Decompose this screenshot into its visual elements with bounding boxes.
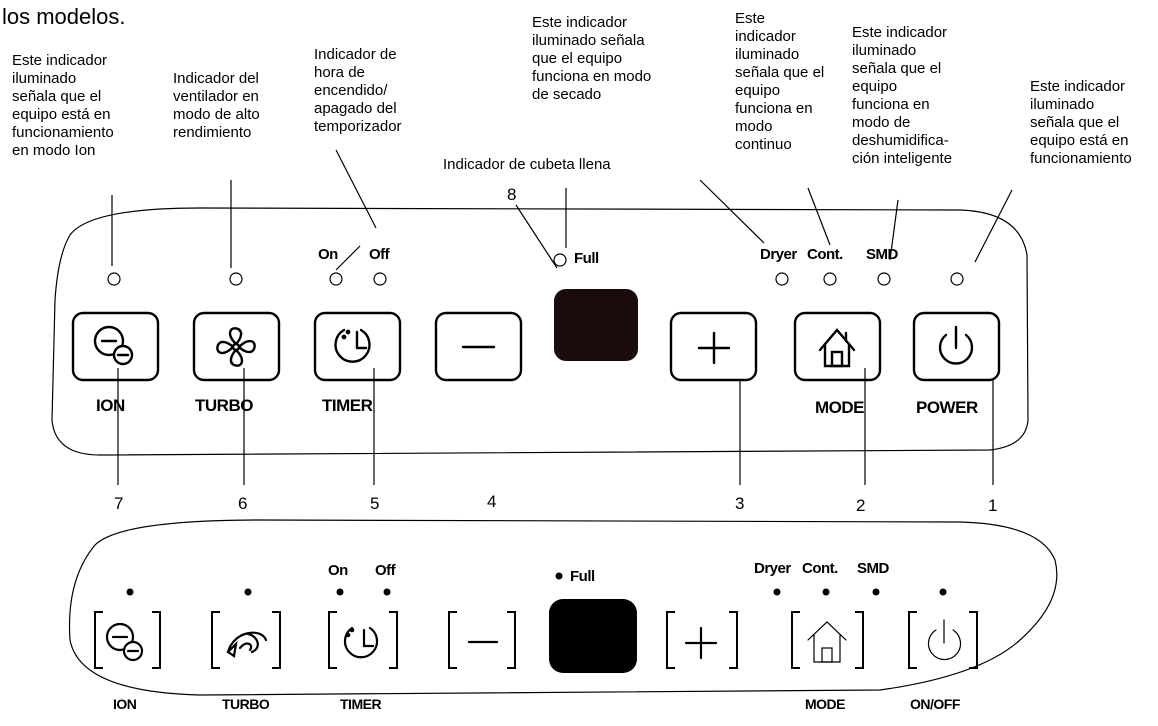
indicator-label-smd-2: SMD <box>857 560 889 577</box>
digital-display-2 <box>549 599 637 673</box>
mode-button[interactable] <box>793 311 882 382</box>
indicator-dot-ion <box>126 588 134 596</box>
callout-number-7: 7 <box>114 494 124 513</box>
timer-button-2 <box>328 611 398 669</box>
indicator-light-ion <box>107 272 121 286</box>
indicator-label-on: On <box>318 246 338 263</box>
home-icon-2 <box>807 621 847 663</box>
indicator-label-dryer-2: Dryer <box>754 560 791 577</box>
indicator-light-timer-off <box>373 272 387 286</box>
turbo-swirl-icon <box>226 631 268 658</box>
ion-icon-2 <box>105 622 144 662</box>
ion-icon <box>93 325 134 366</box>
indicator-light-timer-on <box>329 272 343 286</box>
callout-number-2: 2 <box>856 496 866 515</box>
indicator-dot-turbo <box>244 588 252 596</box>
indicator-label-on-2: On <box>328 562 348 579</box>
indicator-dot-dryer <box>773 588 781 596</box>
button-label-turbo-2: TURBO <box>222 696 270 712</box>
callout-number-3: 3 <box>735 494 745 513</box>
timer-icon <box>334 328 371 363</box>
indicator-light-power <box>950 272 964 286</box>
annotation-ion: Este indicador iluminado señala que el e… <box>12 52 114 159</box>
indicator-dot-power <box>939 588 947 596</box>
indicator-label-off: Off <box>369 246 390 263</box>
power-icon <box>938 325 974 365</box>
digital-display <box>554 289 638 361</box>
fan-icon <box>216 327 256 367</box>
leader-on-off <box>335 245 361 271</box>
minus-button-2 <box>448 611 516 669</box>
callout-number-1: 1 <box>988 496 998 515</box>
indicator-dot-smd <box>872 588 880 596</box>
callout-number-5: 5 <box>370 494 380 513</box>
intro-text-fragment: los modelos. <box>2 4 126 29</box>
indicator-label-smd: SMD <box>866 246 898 263</box>
button-label-timer-2: TIMER <box>340 696 382 712</box>
timer-icon-2 <box>343 626 379 659</box>
plus-button-2 <box>666 611 738 669</box>
leader-smd <box>889 199 899 261</box>
panel-outline-top <box>51 207 1029 456</box>
leader-8 <box>515 204 558 269</box>
button-label-mode-2: MODE <box>805 696 846 712</box>
annotation-full: Indicador de cubeta llena <box>443 156 611 173</box>
turbo-button-2 <box>211 611 281 669</box>
indicator-dot-timer-off <box>383 588 391 596</box>
indicator-label-cont-2: Cont. <box>802 560 838 577</box>
callout-number-4: 4 <box>487 492 497 511</box>
indicator-light-smd <box>877 272 891 286</box>
indicator-label-dryer: Dryer <box>760 246 797 263</box>
leader-cont <box>807 187 831 246</box>
button-label-ion: ION <box>96 396 125 415</box>
panel-outline-bottom <box>68 519 1058 696</box>
indicator-light-dryer <box>775 272 789 286</box>
annotation-turbo: Indicador del ventilador en modo de alto… <box>173 70 260 141</box>
plus-icon <box>697 331 731 365</box>
leader-power <box>974 189 1013 263</box>
button-label-onoff-2: ON/OFF <box>910 696 960 712</box>
plus-icon-2 <box>684 626 718 660</box>
home-icon <box>818 328 856 368</box>
turbo-button[interactable] <box>192 311 281 382</box>
plus-button[interactable] <box>669 311 758 382</box>
indicator-light-full <box>553 253 567 267</box>
annotation-timer: Indicador de hora de encendido/ apagado … <box>314 46 402 135</box>
annotation-power: Este indicador iluminado señala que el e… <box>1030 78 1132 167</box>
annotation-smd: Este indicador iluminado señala que el e… <box>852 24 953 167</box>
button-label-mode: MODE <box>815 398 865 417</box>
timer-button[interactable] <box>313 311 402 382</box>
indicator-light-cont <box>823 272 837 286</box>
indicator-light-turbo <box>229 272 243 286</box>
onoff-button-2 <box>908 611 978 669</box>
ion-button-2 <box>94 611 161 669</box>
leader-dryer <box>699 179 765 244</box>
button-label-ion-2: ION <box>113 696 137 712</box>
indicator-label-cont: Cont. <box>807 246 843 263</box>
ion-button[interactable] <box>71 311 160 382</box>
power-button[interactable] <box>912 311 1001 382</box>
annotation-cont: Este indicador iluminado señala que el e… <box>735 10 825 153</box>
button-label-timer: TIMER <box>322 396 373 415</box>
leader-timer <box>335 149 377 229</box>
indicator-dot-cont <box>822 588 830 596</box>
minus-button[interactable] <box>434 311 523 382</box>
button-label-power: POWER <box>916 398 978 417</box>
callout-number-6: 6 <box>238 494 248 513</box>
indicator-dot-full <box>555 572 563 580</box>
button-label-turbo: TURBO <box>195 396 253 415</box>
power-icon-2 <box>927 619 962 661</box>
mode-button-2 <box>791 611 864 669</box>
indicator-label-full: Full <box>574 250 599 267</box>
annotation-dryer: Este indicador iluminado señala que el e… <box>532 14 652 103</box>
indicator-label-off-2: Off <box>375 562 396 579</box>
callout-number-8: 8 <box>507 185 517 204</box>
indicator-label-full-2: Full <box>570 568 595 585</box>
indicator-dot-timer-on <box>336 588 344 596</box>
